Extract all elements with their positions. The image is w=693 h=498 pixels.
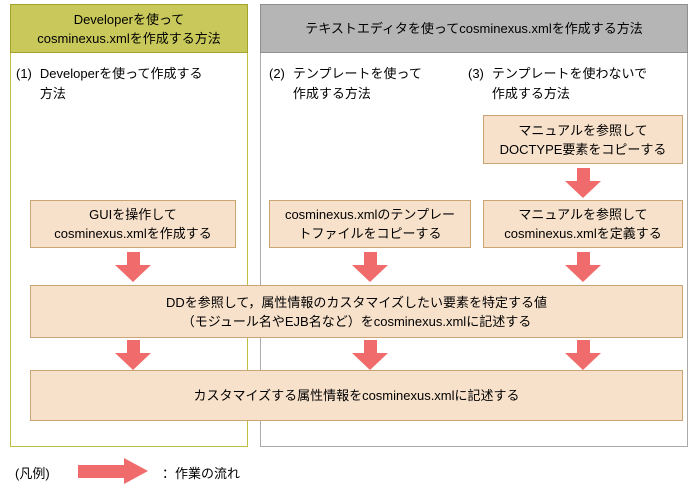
column-label-2: (2) テンプレートを使って 作成する方法	[269, 64, 422, 104]
developer-section-header: Developerを使って cosminexus.xmlを作成する方法	[10, 4, 248, 53]
legend-arrow-meaning: ：作業の流れ	[162, 466, 241, 481]
down-arrow-icon	[115, 252, 151, 282]
column-label-1-number: (1)	[16, 66, 32, 81]
down-arrow-icon	[565, 340, 601, 370]
step-specify-elements-box: DDを参照して，属性情報のカスタマイズしたい要素を特定する値 （モジュール名やE…	[30, 285, 683, 338]
column-label-2-text: テンプレートを使って 作成する方法	[292, 66, 422, 101]
down-arrow-icon	[565, 252, 601, 282]
down-arrow-icon	[352, 252, 388, 282]
column-label-1: (1) Developerを使って作成する 方法	[16, 64, 203, 104]
step-copy-template-box: cosminexus.xmlのテンプレー トファイルをコピーする	[269, 200, 471, 248]
text-editor-section-header: テキストエディタを使ってcosminexus.xmlを作成する方法	[260, 4, 688, 53]
step-write-attributes-box: カスタマイズする属性情報をcosminexus.xmlに記述する	[30, 370, 683, 421]
column-label-3-text: テンプレートを使わないで 作成する方法	[491, 66, 648, 101]
down-arrow-icon	[352, 340, 388, 370]
step-define-xml-box: マニュアルを参照して cosminexus.xmlを定義する	[483, 200, 683, 248]
step-copy-doctype-box: マニュアルを参照して DOCTYPE要素をコピーする	[483, 115, 683, 164]
right-arrow-icon	[78, 458, 148, 484]
legend-label: (凡例)	[15, 466, 50, 481]
column-label-1-text: Developerを使って作成する 方法	[39, 66, 203, 101]
down-arrow-icon	[565, 168, 601, 198]
column-label-3-number: (3)	[468, 66, 484, 81]
down-arrow-icon	[115, 340, 151, 370]
column-label-3: (3) テンプレートを使わないで 作成する方法	[468, 64, 647, 104]
column-label-2-number: (2)	[269, 66, 285, 81]
step-gui-box: GUIを操作して cosminexus.xmlを作成する	[30, 200, 236, 248]
